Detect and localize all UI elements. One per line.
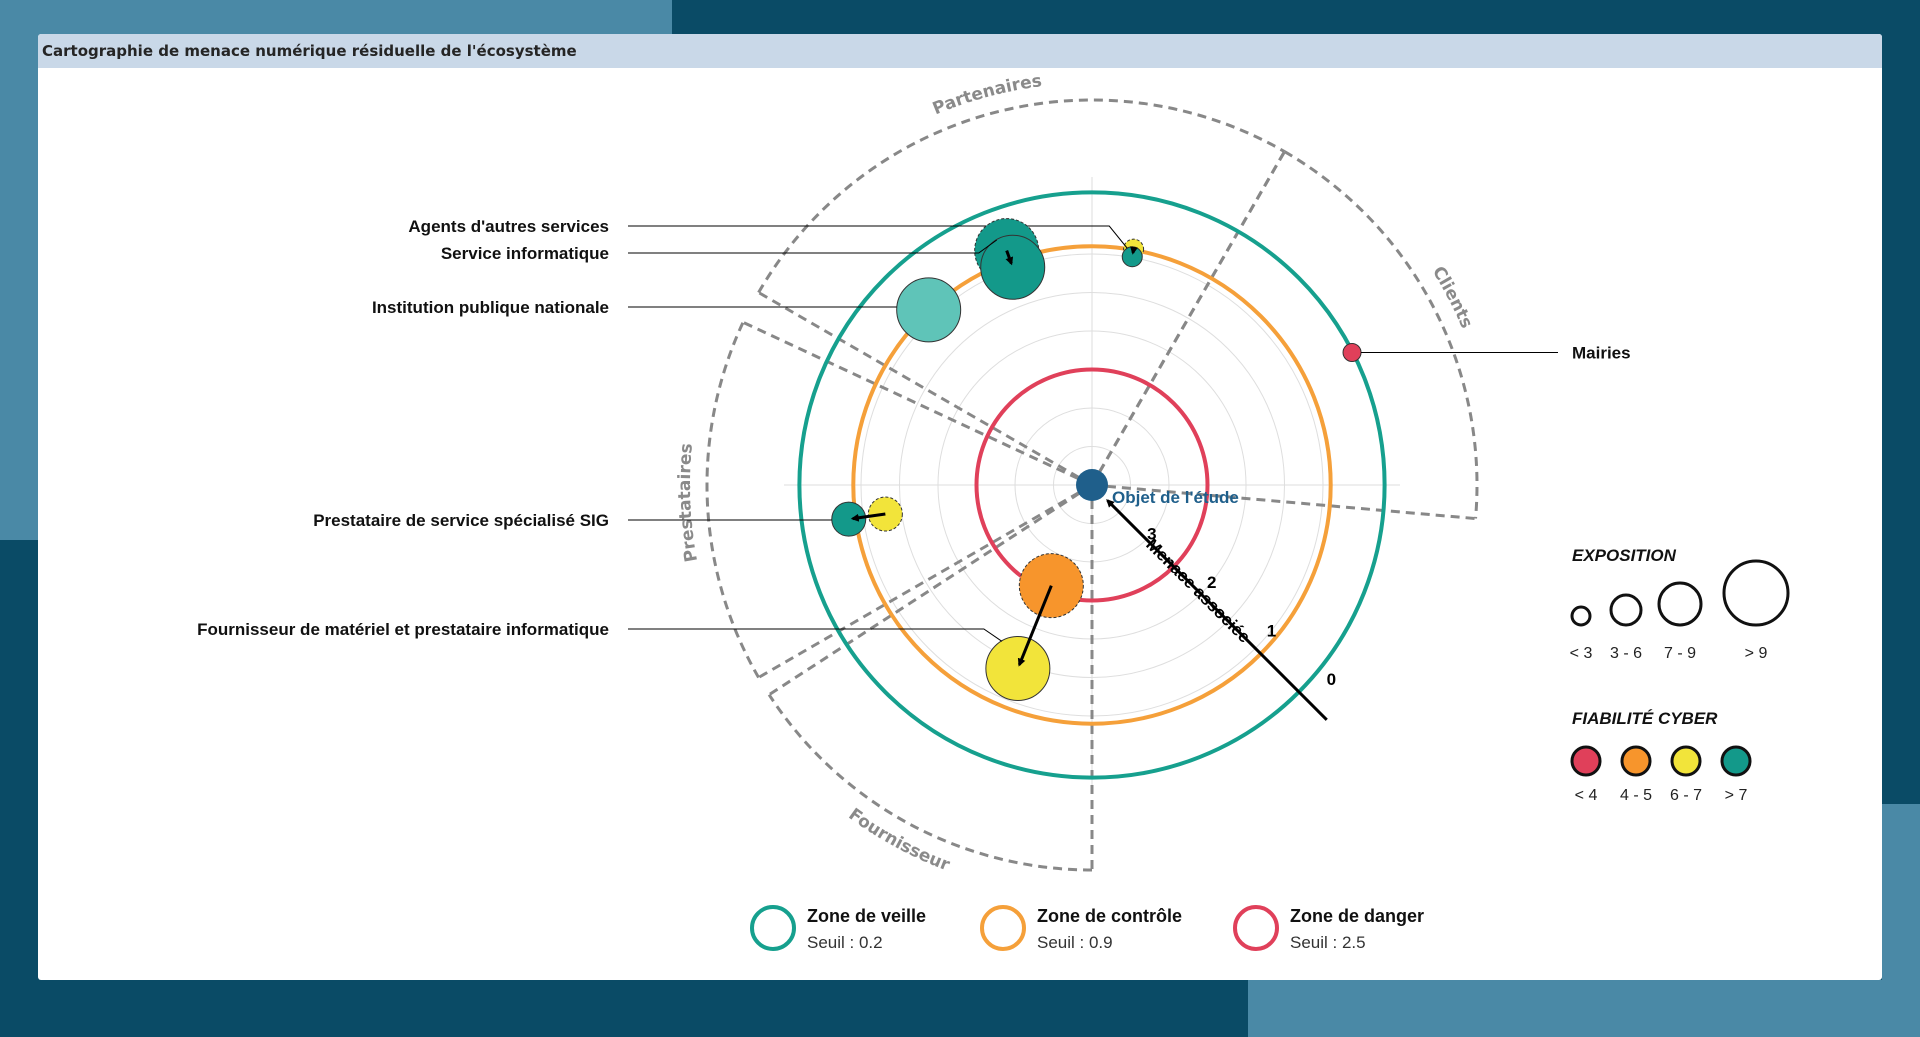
- panel-title: Cartographie de menace numérique résidue…: [38, 34, 1882, 68]
- sector-label: Fournisseur: [845, 805, 953, 876]
- legend-exposition-title: EXPOSITION: [1572, 546, 1677, 565]
- legend-fiabilite-label: 4 - 5: [1620, 787, 1652, 804]
- center-label: Objet de l'étude: [1112, 488, 1239, 507]
- legend-exposition-circle: [1657, 581, 1703, 627]
- legend-exposition-circle: [1609, 593, 1643, 627]
- leader-line: [628, 239, 998, 254]
- legend-exposition-circle: [1570, 605, 1592, 627]
- legend-zone-swatch: [980, 905, 1026, 951]
- sector-divider: [742, 320, 1093, 487]
- background-block-bottom-right: [1248, 980, 1920, 1037]
- sector-label-text: Prestataires: [675, 442, 702, 563]
- radar-chart: PartenairesClientsPrestatairesFournisseu…: [197, 71, 1790, 952]
- stakeholder-label: Service informatique: [441, 244, 609, 263]
- legend-zone-name: Zone de veille: [807, 906, 926, 926]
- zone-circle: [974, 367, 1210, 603]
- sector-arc: [767, 693, 1093, 872]
- chart-panel: Cartographie de menace numérique résidue…: [38, 34, 1882, 980]
- sector-label-text: Fournisseur: [845, 805, 953, 876]
- legend-fiabilite-swatch: [1670, 745, 1702, 777]
- sector-label-text: Partenaires: [930, 71, 1043, 119]
- sector-label: Prestataires: [675, 442, 702, 563]
- leader-line: [628, 628, 1003, 642]
- sector-divider: [1091, 483, 1476, 521]
- stakeholder-label: Agents d'autres services: [408, 217, 609, 236]
- threat-axis-arrow: [1106, 499, 1328, 721]
- sector-arc: [1283, 150, 1479, 519]
- sector-arc: [757, 98, 1286, 294]
- axis-tick-label: 2: [1207, 573, 1216, 592]
- legend-zone-threshold: Seuil : 0.9: [1037, 933, 1113, 952]
- stakeholder-label: Prestataire de service spécialisé SIG: [313, 511, 609, 530]
- stakeholder-label: Fournisseur de matériel et prestataire i…: [197, 620, 609, 639]
- stakeholder-bubble: [980, 234, 1046, 300]
- legend-exposition-label: < 3: [1570, 645, 1593, 662]
- leader-line: [628, 225, 1128, 249]
- axis-title: Menace associée: [1142, 535, 1254, 647]
- legend-fiabilite-label: < 4: [1575, 787, 1598, 804]
- stakeholder-bubble: [831, 501, 867, 537]
- center-point: [1076, 469, 1108, 501]
- movement-arrow: [1017, 585, 1053, 667]
- movement-arrow: [1130, 246, 1138, 255]
- sector-divider: [757, 483, 1093, 679]
- stakeholder-label: Mairies: [1572, 344, 1631, 363]
- legend-fiabilite-swatch: [1620, 745, 1652, 777]
- grid-ring: [899, 292, 1285, 678]
- legend-fiabilite-swatch: [1720, 745, 1752, 777]
- legend-exposition-circle: [1722, 559, 1790, 627]
- legend-zone-threshold: Seuil : 2.5: [1290, 933, 1366, 952]
- legend-exposition-label: 3 - 6: [1610, 645, 1642, 662]
- movement-arrow: [1005, 250, 1014, 266]
- axis-tick-label: 1: [1267, 621, 1276, 640]
- legend-fiabilite-title: FIABILITÉ CYBER: [1572, 709, 1718, 728]
- legend-zone-swatch: [1233, 905, 1279, 951]
- sector-label: Clients: [1428, 263, 1476, 331]
- legend-zone-threshold: Seuil : 0.2: [807, 933, 883, 952]
- zone-circle: [797, 190, 1387, 780]
- movement-arrow: [850, 512, 886, 522]
- legend-exposition: EXPOSITION < 3 3 - 6 7 - 9 > 9: [1570, 546, 1790, 662]
- sector-divider: [757, 291, 1093, 487]
- stakeholder-bubble: [896, 277, 962, 343]
- sector-arc: [705, 321, 760, 679]
- stakeholder-bubble: [1342, 343, 1362, 363]
- zone-circle: [851, 244, 1333, 726]
- zone-circles: [797, 190, 1387, 780]
- sector-label-text: Clients: [1428, 263, 1476, 331]
- legend-fiabilite-swatch: [1570, 745, 1602, 777]
- legend-fiabilite: FIABILITÉ CYBER < 4 4 - 5 6 - 7 > 7: [1570, 709, 1752, 804]
- legend-fiabilite-label: > 7: [1725, 787, 1748, 804]
- stakeholder-label: Institution publique nationale: [372, 298, 609, 317]
- axis-tick-label: 3: [1147, 524, 1156, 543]
- legend-zone-name: Zone de danger: [1290, 906, 1424, 926]
- legend-exposition-label: > 9: [1745, 645, 1768, 662]
- sector-divider: [1090, 150, 1286, 486]
- axis-tick-label: 0: [1327, 670, 1336, 689]
- legend-fiabilite-label: 6 - 7: [1670, 787, 1702, 804]
- legend-zone-swatch: [750, 905, 796, 951]
- legend-exposition-label: 7 - 9: [1664, 645, 1696, 662]
- legend-zone-name: Zone de contrôle: [1037, 906, 1182, 926]
- sector-divider: [768, 483, 1093, 696]
- stakeholder-bubble: [985, 635, 1051, 701]
- sector-label: Partenaires: [930, 71, 1043, 119]
